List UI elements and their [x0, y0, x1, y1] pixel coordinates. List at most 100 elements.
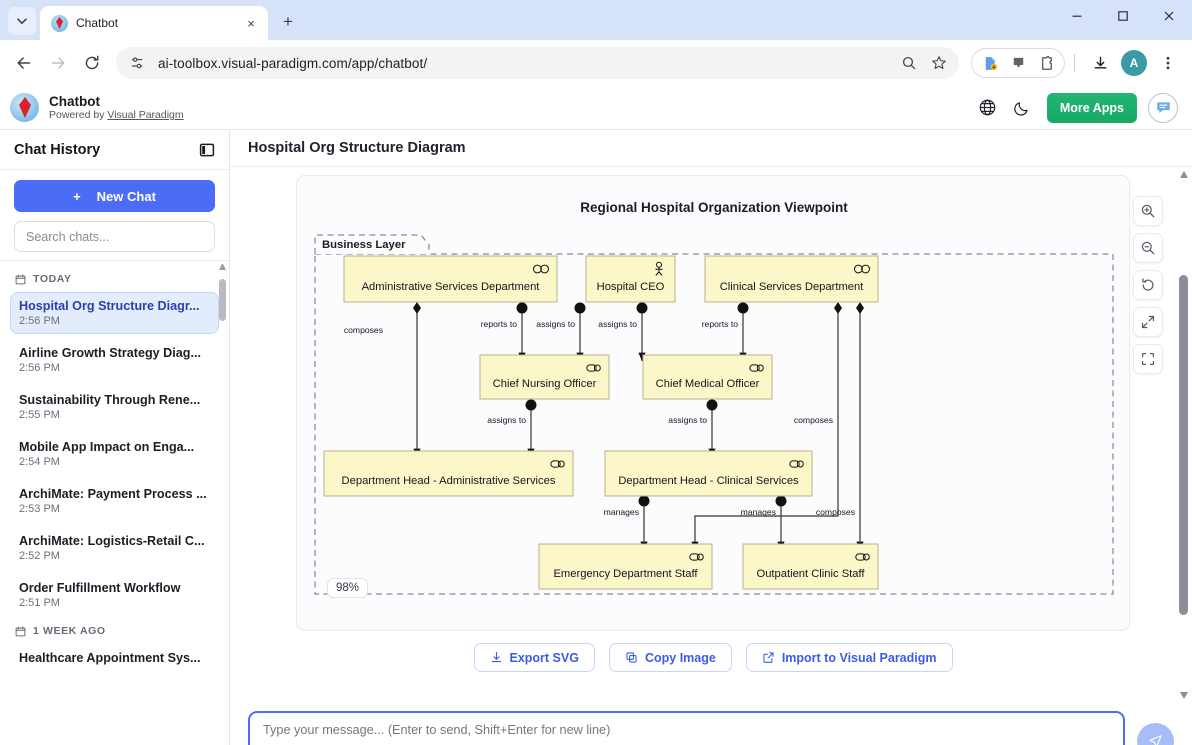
kebab-menu-icon	[1166, 56, 1170, 70]
new-tab-button[interactable]: +	[283, 12, 293, 31]
site-settings-icon[interactable]	[124, 50, 150, 76]
maximize-button[interactable]	[1100, 0, 1146, 32]
node-box	[642, 354, 773, 400]
edge-labels: composes reports to assigns to assigns t…	[344, 319, 855, 517]
panel-toggle-icon	[199, 143, 215, 156]
node-label: Administrative Services Department	[362, 281, 541, 293]
zoom-level-badge: 98%	[327, 578, 369, 598]
export-svg-button[interactable]: Export SVG	[473, 643, 595, 672]
zoom-in-icon	[1141, 204, 1155, 218]
edge-label-composes: composes	[344, 325, 383, 335]
message-input[interactable]	[248, 711, 1125, 745]
diagram-nodes[interactable]: Administrative Services Department Hospit…	[323, 255, 879, 590]
close-tab-icon[interactable]: ×	[247, 15, 255, 31]
downloads-button[interactable]	[1084, 47, 1116, 79]
new-chat-button[interactable]: + New Chat	[14, 180, 215, 212]
assignment-ball	[525, 399, 537, 411]
visual-paradigm-link[interactable]: Visual Paradigm	[107, 109, 184, 122]
scroll-up-icon[interactable]	[1179, 170, 1188, 178]
chatbot-avatar[interactable]	[1148, 92, 1178, 123]
main-panel: Hospital Org Structure Diagram Regi	[230, 130, 1192, 745]
zoom-in-button[interactable]	[1133, 196, 1163, 226]
conversation-scroll-area[interactable]: Regional Hospital Organization Viewpoint…	[230, 167, 1192, 703]
collapse-sidebar-button[interactable]	[195, 138, 219, 162]
extensions-icon[interactable]	[1033, 50, 1059, 76]
minimize-icon	[1072, 15, 1082, 17]
business-role-icon	[749, 364, 764, 372]
scroll-down-icon[interactable]	[1179, 692, 1188, 700]
moon-icon	[1014, 101, 1028, 116]
minimize-button[interactable]	[1054, 0, 1100, 32]
diagram-node[interactable]: Outpatient Clinic Staff	[742, 543, 879, 590]
fullscreen-button[interactable]	[1133, 307, 1163, 337]
search-input[interactable]	[14, 221, 215, 252]
scrollbar-thumb[interactable]	[219, 279, 226, 321]
reload-button[interactable]	[76, 47, 108, 79]
dark-mode-toggle[interactable]	[1007, 93, 1037, 123]
tab-title: Chatbot	[76, 16, 119, 30]
browser-tab-bar: Chatbot × +	[0, 0, 1192, 40]
back-button[interactable]	[8, 47, 40, 79]
business-role-icon	[855, 553, 870, 561]
pin-extension-icon[interactable]	[1005, 50, 1031, 76]
diagram-node[interactable]: Department Head - Clinical Services	[604, 450, 813, 497]
chat-history-item[interactable]: Healthcare Appointment Sys...	[10, 644, 219, 672]
app-subtitle: Powered by Visual Paradigm	[49, 109, 184, 121]
forward-button[interactable]	[42, 47, 74, 79]
browser-tab[interactable]: Chatbot ×	[40, 6, 268, 40]
chat-item-title: Sustainability Through Rene...	[19, 393, 201, 407]
copy-icon	[626, 652, 637, 663]
diagram-node[interactable]: Chief Nursing Officer	[479, 354, 610, 400]
diagram-node[interactable]: Administrative Services Department	[343, 255, 558, 303]
chat-group-label: TODAY	[10, 269, 219, 292]
chat-history-item[interactable]: Sustainability Through Rene...2:55 PM	[10, 386, 219, 428]
zoom-out-button[interactable]	[1133, 233, 1163, 263]
fullscreen-icon	[1141, 315, 1155, 329]
send-button[interactable]	[1137, 723, 1174, 745]
save-page-extension-icon[interactable]	[977, 50, 1003, 76]
chat-bubble-icon	[1156, 102, 1170, 114]
chevron-down-icon	[17, 18, 27, 24]
search-icon[interactable]	[895, 49, 923, 77]
tab-search-button[interactable]	[8, 7, 36, 35]
star-icon	[932, 56, 946, 70]
copy-image-button[interactable]: Copy Image	[608, 643, 732, 672]
node-label: Chief Medical Officer	[656, 378, 760, 390]
diagram-canvas[interactable]: Regional Hospital Organization Viewpoint…	[309, 186, 1163, 616]
diagram-node[interactable]: Department Head - Administrative Service…	[323, 450, 574, 497]
business-role-icon	[789, 460, 804, 468]
close-window-button[interactable]	[1146, 0, 1192, 32]
reset-zoom-button[interactable]	[1133, 270, 1163, 300]
diagram-node[interactable]: Emergency Department Staff	[538, 543, 713, 590]
chat-history-item[interactable]: Mobile App Impact on Enga...2:54 PM	[10, 433, 219, 475]
more-apps-button[interactable]: More Apps	[1046, 92, 1137, 123]
diagram-node[interactable]: Chief Medical Officer	[642, 354, 773, 400]
download-icon	[491, 652, 501, 663]
sidebar-scrollbar[interactable]	[218, 261, 227, 745]
archimate-diagram[interactable]: Regional Hospital Organization Viewpoint…	[309, 186, 1119, 616]
address-bar[interactable]: ai-toolbox.visual-paradigm.com/app/chatb…	[116, 47, 959, 79]
scrollbar-thumb[interactable]	[1179, 275, 1188, 615]
chat-item-time: 2:51 PM	[19, 597, 60, 609]
chat-history-item[interactable]: Airline Growth Strategy Diag...2:56 PM	[10, 339, 219, 381]
chat-history-item[interactable]: Hospital Org Structure Diagr...2:56 PM	[10, 292, 219, 334]
download-icon	[1094, 56, 1106, 69]
chat-history-item[interactable]: ArchiMate: Payment Process ...2:53 PM	[10, 480, 219, 522]
node-box	[343, 255, 558, 303]
chat-history-item[interactable]: ArchiMate: Logistics-Retail C...2:52 PM	[10, 527, 219, 569]
chrome-menu-button[interactable]	[1152, 47, 1184, 79]
diagram-node[interactable]: Clinical Services Department	[704, 255, 879, 303]
scroll-up-icon[interactable]	[219, 263, 226, 270]
language-button[interactable]	[973, 93, 1003, 123]
fit-to-screen-button[interactable]	[1133, 344, 1163, 374]
profile-button[interactable]: A	[1118, 47, 1150, 79]
conversation-scrollbar[interactable]	[1178, 167, 1189, 703]
assignment-ball	[737, 302, 749, 314]
edge-label-assigns-to: assigns to	[598, 319, 637, 329]
import-to-vp-button[interactable]: Import to Visual Paradigm	[745, 643, 953, 672]
export-svg-label: Export SVG	[509, 650, 579, 665]
diagram-node[interactable]: Hospital CEO	[585, 255, 676, 303]
bookmark-star-icon[interactable]	[925, 49, 953, 77]
